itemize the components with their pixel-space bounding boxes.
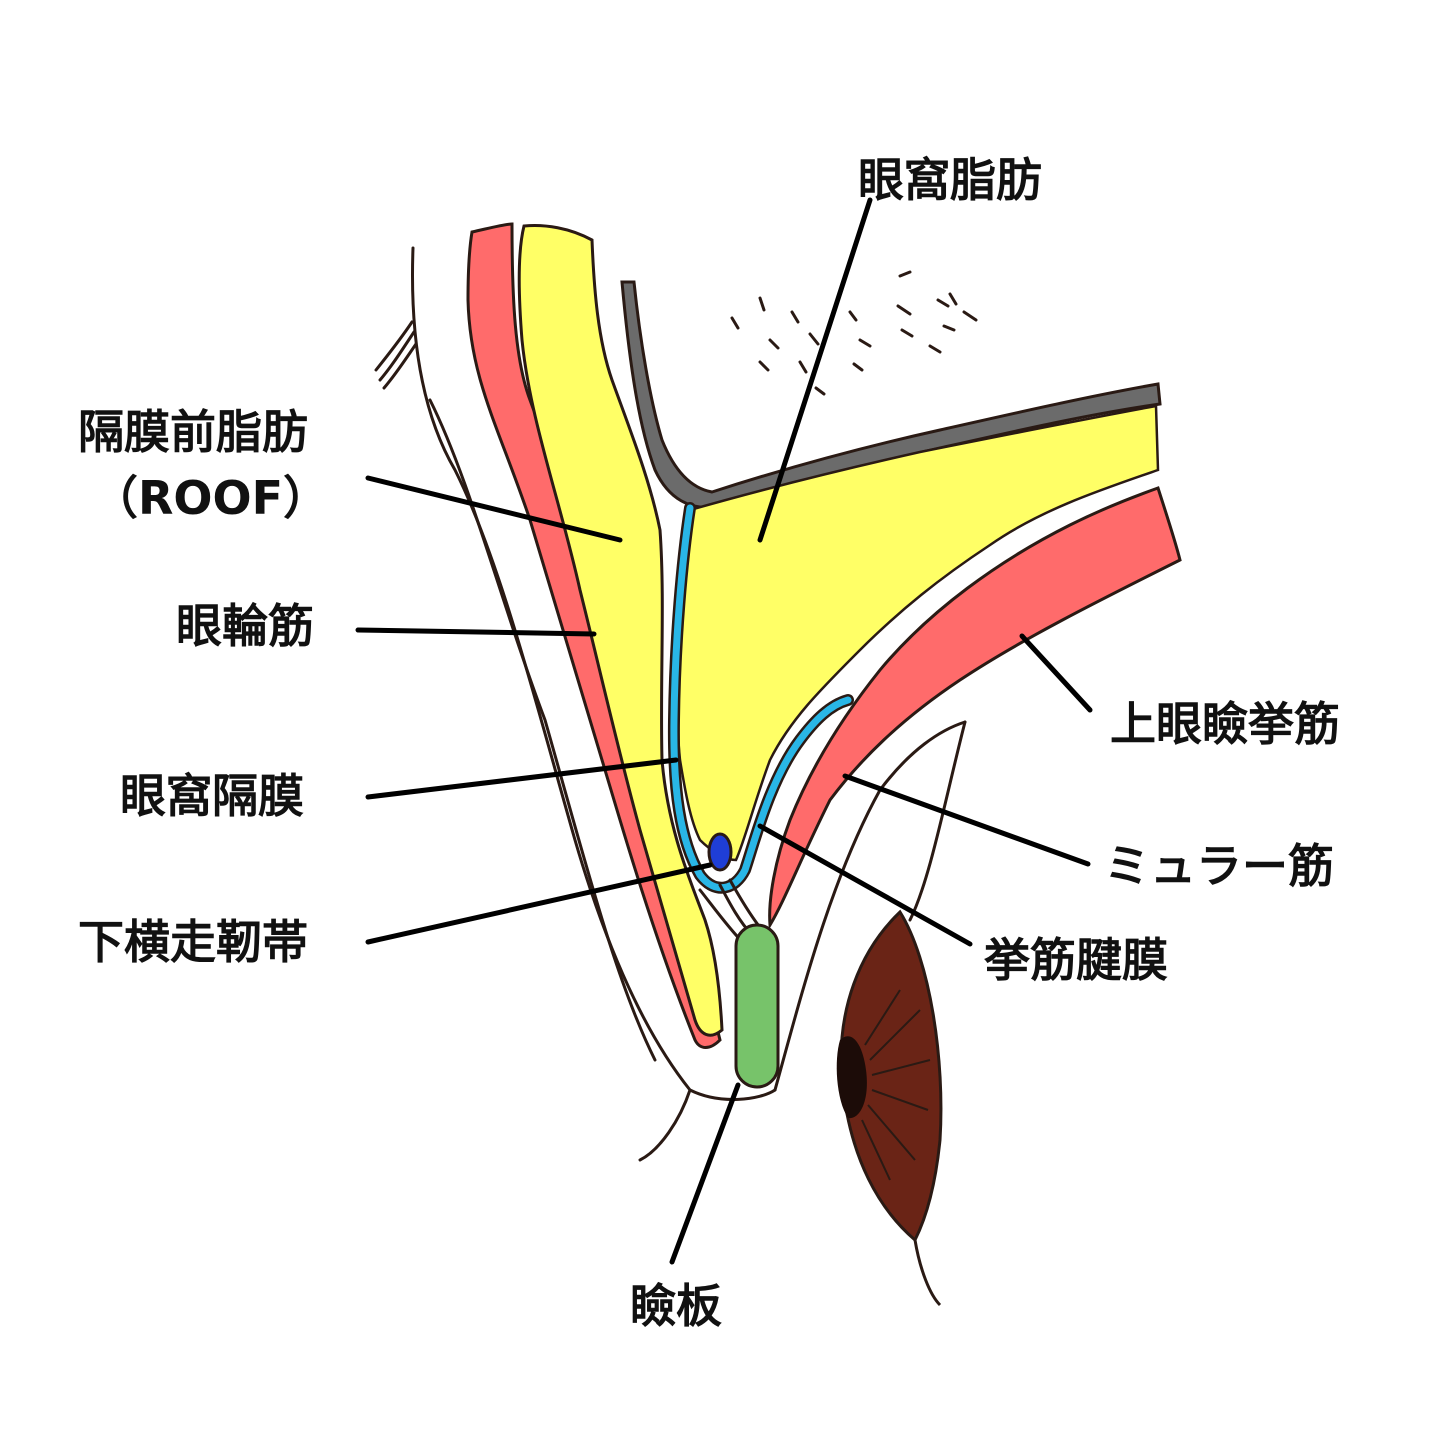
- label-aponeurosis: 挙筋腱膜: [984, 933, 1168, 987]
- brow-hair-marks: [730, 270, 978, 396]
- label-roof: 隔膜前脂肪: [78, 405, 308, 459]
- pointer-roof: [365, 475, 623, 543]
- label-roof-sub: （ROOF）: [92, 471, 329, 525]
- eyeball: [839, 909, 943, 1243]
- pointer-orbital-fat: [757, 197, 873, 543]
- transverse-ligament-dot: [707, 832, 733, 872]
- tarsus-plate: [734, 923, 780, 1089]
- pointer-levator: [1019, 633, 1093, 713]
- label-orbital-fat: 眼窩脂肪: [858, 153, 1042, 207]
- label-septum: 眼窩隔膜: [120, 769, 304, 823]
- pointer-tarsus: [669, 1082, 741, 1265]
- pointer-septum: [365, 757, 679, 800]
- pointer-aponeurosis: [757, 823, 973, 947]
- pointer-orbicularis: [355, 627, 597, 637]
- label-muller: ミュラー筋: [1104, 839, 1334, 893]
- roof-fat-region: [517, 224, 724, 1037]
- skin-contour: [411, 246, 967, 1162]
- label-tarsus: 瞼板: [630, 1279, 722, 1333]
- eyelash-marks: [374, 320, 418, 390]
- label-ligament: 下横走靭帯: [78, 915, 308, 969]
- label-orbicularis: 眼輪筋: [176, 599, 314, 653]
- pointer-muller: [842, 773, 1091, 867]
- orbital-bone: [620, 280, 1162, 509]
- pointer-ligament: [365, 862, 713, 945]
- label-levator: 上眼瞼挙筋: [1110, 697, 1340, 751]
- levator-muscle: [768, 486, 1182, 930]
- pointer-lines: [355, 197, 1093, 1265]
- pupil: [836, 1036, 867, 1119]
- iris-lines: [861, 989, 931, 1181]
